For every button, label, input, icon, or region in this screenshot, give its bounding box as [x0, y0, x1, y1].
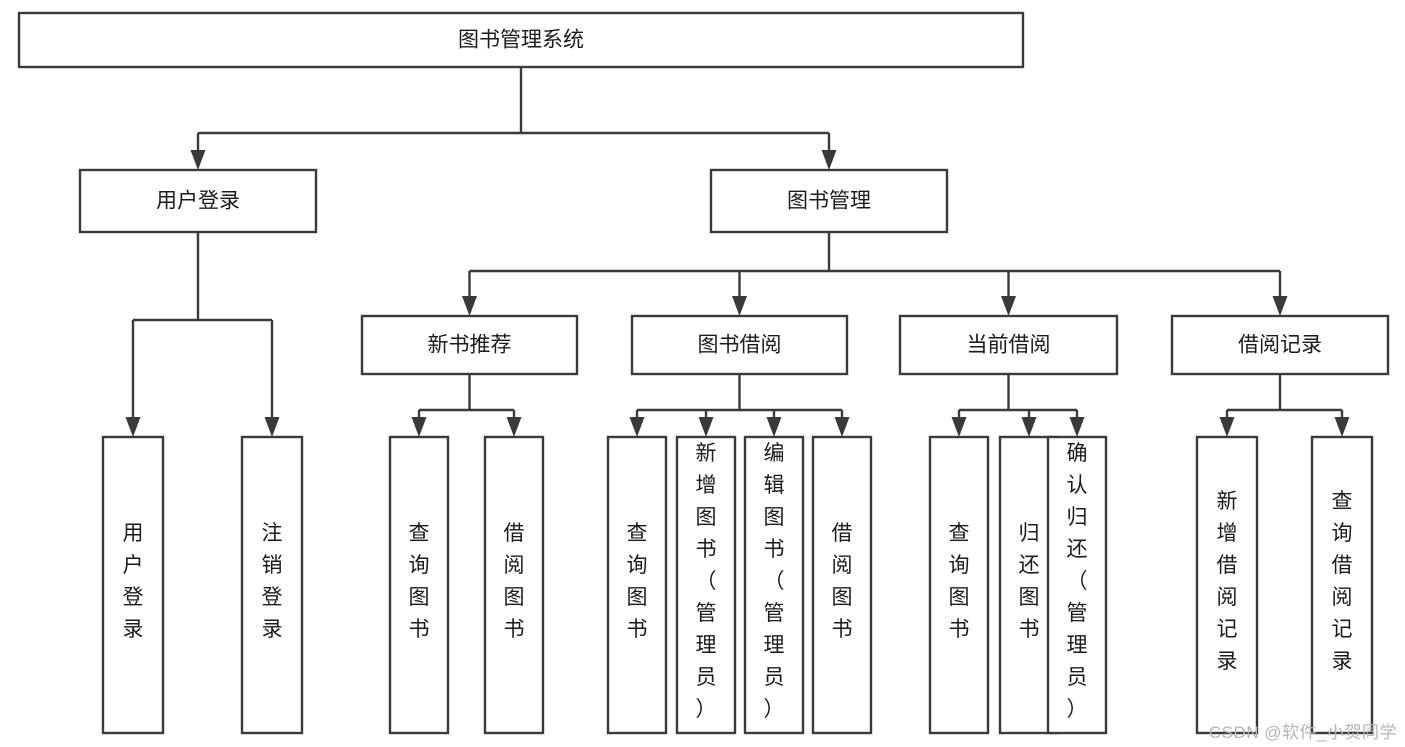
node-leaf-8-查询图书-rect [928, 435, 990, 735]
node-leaf-6-编辑图书管理员-label: 编辑图书（管理员） [764, 442, 785, 721]
node-leaf-0-用户登录-label: 用户登录 [123, 522, 144, 641]
node-leaf-11-新增借阅记录-rect [1195, 435, 1259, 735]
l3-图书借阅-to-leaves-arrow-0 [629, 417, 645, 437]
l2-bookmgmt-to-l3-arrow-2 [1001, 296, 1016, 316]
node-leaf-4-查询图书[interactable]: 查询图书 [606, 435, 668, 735]
node-l2-图书管理-rect [709, 168, 949, 234]
root-to-l2-arrow-1 [821, 150, 837, 170]
node-l3-当前借阅-rect [898, 314, 1119, 376]
l3-图书借阅-to-leaves-arrow-1 [698, 417, 714, 437]
node-leaf-5-新增图书管理员-rect [675, 435, 737, 735]
node-leaf-9-归还图书-label: 归还图书 [1019, 522, 1040, 641]
l2-bookmgmt-to-l3-arrow-1 [732, 296, 747, 316]
node-leaf-4-查询图书-label: 查询图书 [627, 522, 648, 641]
node-leaf-11-新增借阅记录[interactable]: 新增借阅记录 [1195, 435, 1259, 735]
node-leaf-2-查询图书-rect [388, 435, 450, 735]
node-leaf-10-确认归还管理员-label: 确认归还（管理员） [1067, 442, 1088, 721]
node-leaf-5-新增图书管理员[interactable]: 新增图书（管理员） [675, 435, 737, 735]
node-l3-当前借阅-label: 当前借阅 [967, 334, 1051, 357]
connectors-layer [125, 67, 1350, 437]
root-to-l2-arrow-0 [190, 150, 206, 170]
node-leaf-1-注销登录-label: 注销登录 [262, 522, 283, 641]
node-l3-借阅记录-label: 借阅记录 [1238, 334, 1322, 357]
node-leaf-0-用户登录-rect [101, 435, 165, 735]
node-l3-借阅记录-rect [1170, 314, 1390, 376]
node-root-图书管理系统-rect [17, 11, 1025, 69]
node-leaf-8-查询图书[interactable]: 查询图书 [928, 435, 990, 735]
node-leaf-12-查询借阅记录[interactable]: 查询借阅记录 [1310, 435, 1374, 735]
l3-图书借阅-to-leaves-arrow-3 [834, 417, 850, 437]
node-l3-借阅记录[interactable]: 借阅记录 [1170, 314, 1390, 376]
node-l3-图书借阅-label: 图书借阅 [698, 334, 782, 357]
node-leaf-7-借阅图书[interactable]: 借阅图书 [811, 435, 873, 735]
l2-bookmgmt-to-l3-arrow-0 [462, 296, 477, 316]
l2-userlogin-to-leaves-arrow-1 [264, 417, 280, 437]
node-leaf-2-查询图书[interactable]: 查询图书 [388, 435, 450, 735]
node-leaf-10-确认归还管理员-rect [1046, 435, 1108, 735]
node-root-图书管理系统[interactable]: 图书管理系统 [17, 11, 1025, 69]
node-l3-图书借阅-rect [630, 314, 849, 376]
l3-新书推荐-to-leaves-arrow-1 [506, 417, 522, 437]
node-leaf-3-借阅图书-label: 借阅图书 [504, 522, 525, 641]
node-leaf-8-查询图书-label: 查询图书 [949, 522, 970, 641]
node-leaf-11-新增借阅记录-label: 新增借阅记录 [1217, 490, 1238, 673]
l3-新书推荐-to-leaves-arrow-0 [411, 417, 427, 437]
node-l2-用户登录-label: 用户登录 [156, 190, 240, 213]
node-root-图书管理系统-label: 图书管理系统 [458, 29, 584, 52]
l3-当前借阅-to-leaves-arrow-1 [1021, 417, 1037, 437]
node-leaf-10-确认归还管理员[interactable]: 确认归还（管理员） [1046, 435, 1108, 735]
node-leaf-1-注销登录-rect [240, 435, 304, 735]
l2-bookmgmt-to-l3-arrow-3 [1272, 296, 1288, 316]
node-leaf-7-借阅图书-rect [811, 435, 873, 735]
l3-当前借阅-to-leaves-arrow-2 [1069, 417, 1085, 437]
node-leaf-5-新增图书管理员-label: 新增图书（管理员） [696, 442, 717, 721]
node-leaf-0-用户登录[interactable]: 用户登录 [101, 435, 165, 735]
node-leaf-12-查询借阅记录-label: 查询借阅记录 [1332, 490, 1353, 673]
node-leaf-3-借阅图书-rect [483, 435, 545, 735]
nodes-layer: 图书管理系统用户登录图书管理新书推荐图书借阅当前借阅借阅记录用户登录注销登录查询… [17, 11, 1390, 735]
node-l2-图书管理-label: 图书管理 [787, 190, 871, 213]
node-l3-新书推荐-label: 新书推荐 [428, 334, 512, 357]
l3-借阅记录-to-leaves-arrow-1 [1334, 417, 1350, 437]
node-l3-当前借阅[interactable]: 当前借阅 [898, 314, 1119, 376]
node-leaf-4-查询图书-rect [606, 435, 668, 735]
node-leaf-7-借阅图书-label: 借阅图书 [832, 522, 853, 641]
node-leaf-3-借阅图书[interactable]: 借阅图书 [483, 435, 545, 735]
l3-当前借阅-to-leaves-arrow-0 [951, 417, 967, 437]
node-l2-用户登录[interactable]: 用户登录 [78, 168, 318, 234]
node-l2-用户登录-rect [78, 168, 318, 234]
node-l2-图书管理[interactable]: 图书管理 [709, 168, 949, 234]
l2-userlogin-to-leaves-arrow-0 [125, 417, 141, 437]
node-leaf-2-查询图书-label: 查询图书 [409, 522, 430, 641]
node-leaf-12-查询借阅记录-rect [1310, 435, 1374, 735]
l3-借阅记录-to-leaves-arrow-0 [1219, 417, 1235, 437]
node-l3-图书借阅[interactable]: 图书借阅 [630, 314, 849, 376]
watermark-text: CSDN @软件_小贺同学 [1208, 723, 1397, 742]
node-l3-新书推荐-rect [360, 314, 579, 376]
node-leaf-6-编辑图书管理员[interactable]: 编辑图书（管理员） [743, 435, 805, 735]
l3-图书借阅-to-leaves-arrow-2 [766, 417, 782, 437]
node-l3-新书推荐[interactable]: 新书推荐 [360, 314, 579, 376]
node-leaf-1-注销登录[interactable]: 注销登录 [240, 435, 304, 735]
node-leaf-6-编辑图书管理员-rect [743, 435, 805, 735]
